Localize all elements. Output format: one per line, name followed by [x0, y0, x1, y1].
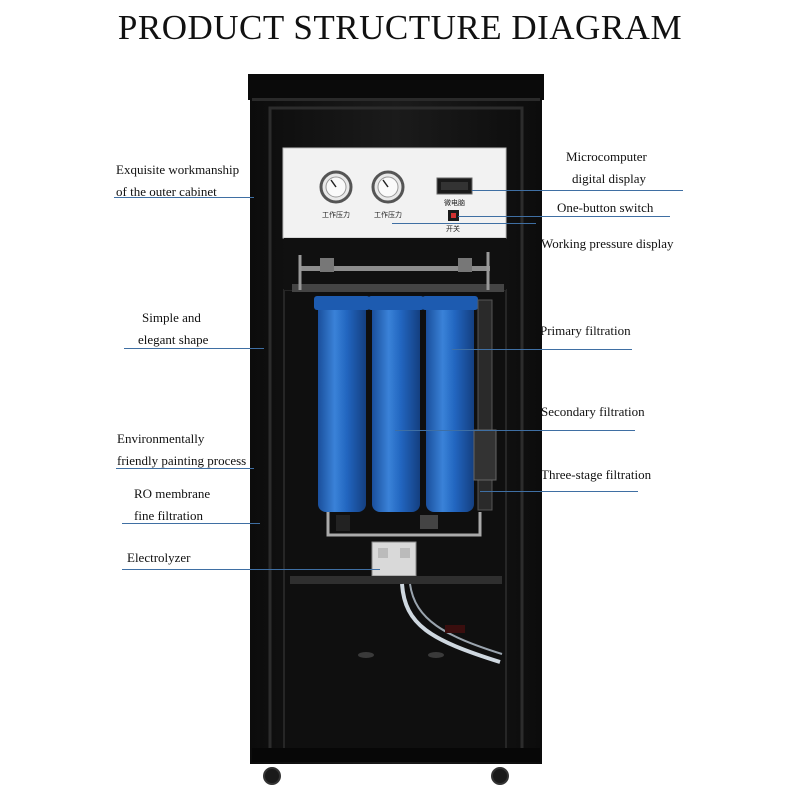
- filter-housings: [314, 296, 478, 512]
- leader-microcomputer: [472, 190, 683, 191]
- leader-cabinet: [114, 197, 254, 198]
- filter-housing-3: [426, 298, 474, 512]
- gauge-left-label: 工作压力: [322, 211, 350, 219]
- filter-housing-2: [372, 298, 420, 512]
- leader-secondary: [395, 430, 635, 431]
- page-title: PRODUCT STRUCTURE DIAGRAM: [117, 8, 683, 47]
- label-electrolyzer: Electrolyzer: [127, 550, 191, 565]
- leader-shape: [124, 348, 264, 349]
- wheel-left: [263, 767, 281, 785]
- filter-housing-1: [318, 298, 366, 512]
- leader-switch: [458, 216, 670, 217]
- label-pressure: Working pressure display: [541, 236, 674, 251]
- lower-shelf: [290, 576, 502, 584]
- gauge-right-label: 工作压力: [374, 211, 402, 219]
- label-secondary: Secondary filtration: [541, 404, 645, 419]
- label-three-stage: Three-stage filtration: [541, 467, 652, 482]
- cabinet-top: [248, 74, 544, 100]
- electrolyzer-unit: [371, 541, 417, 577]
- switch-label: 开关: [446, 225, 460, 233]
- leader-ro: [122, 523, 260, 524]
- leader-electrolyzer: [122, 569, 380, 570]
- leader-primary: [452, 349, 632, 350]
- label-primary: Primary filtration: [540, 323, 631, 338]
- label-switch: One-button switch: [557, 200, 654, 215]
- upper-rail: [292, 284, 504, 292]
- display-label: 微电脑: [444, 199, 465, 207]
- leader-three-stage: [480, 491, 638, 492]
- leader-painting: [116, 468, 254, 469]
- leader-pressure: [392, 223, 536, 224]
- wheel-right: [491, 767, 509, 785]
